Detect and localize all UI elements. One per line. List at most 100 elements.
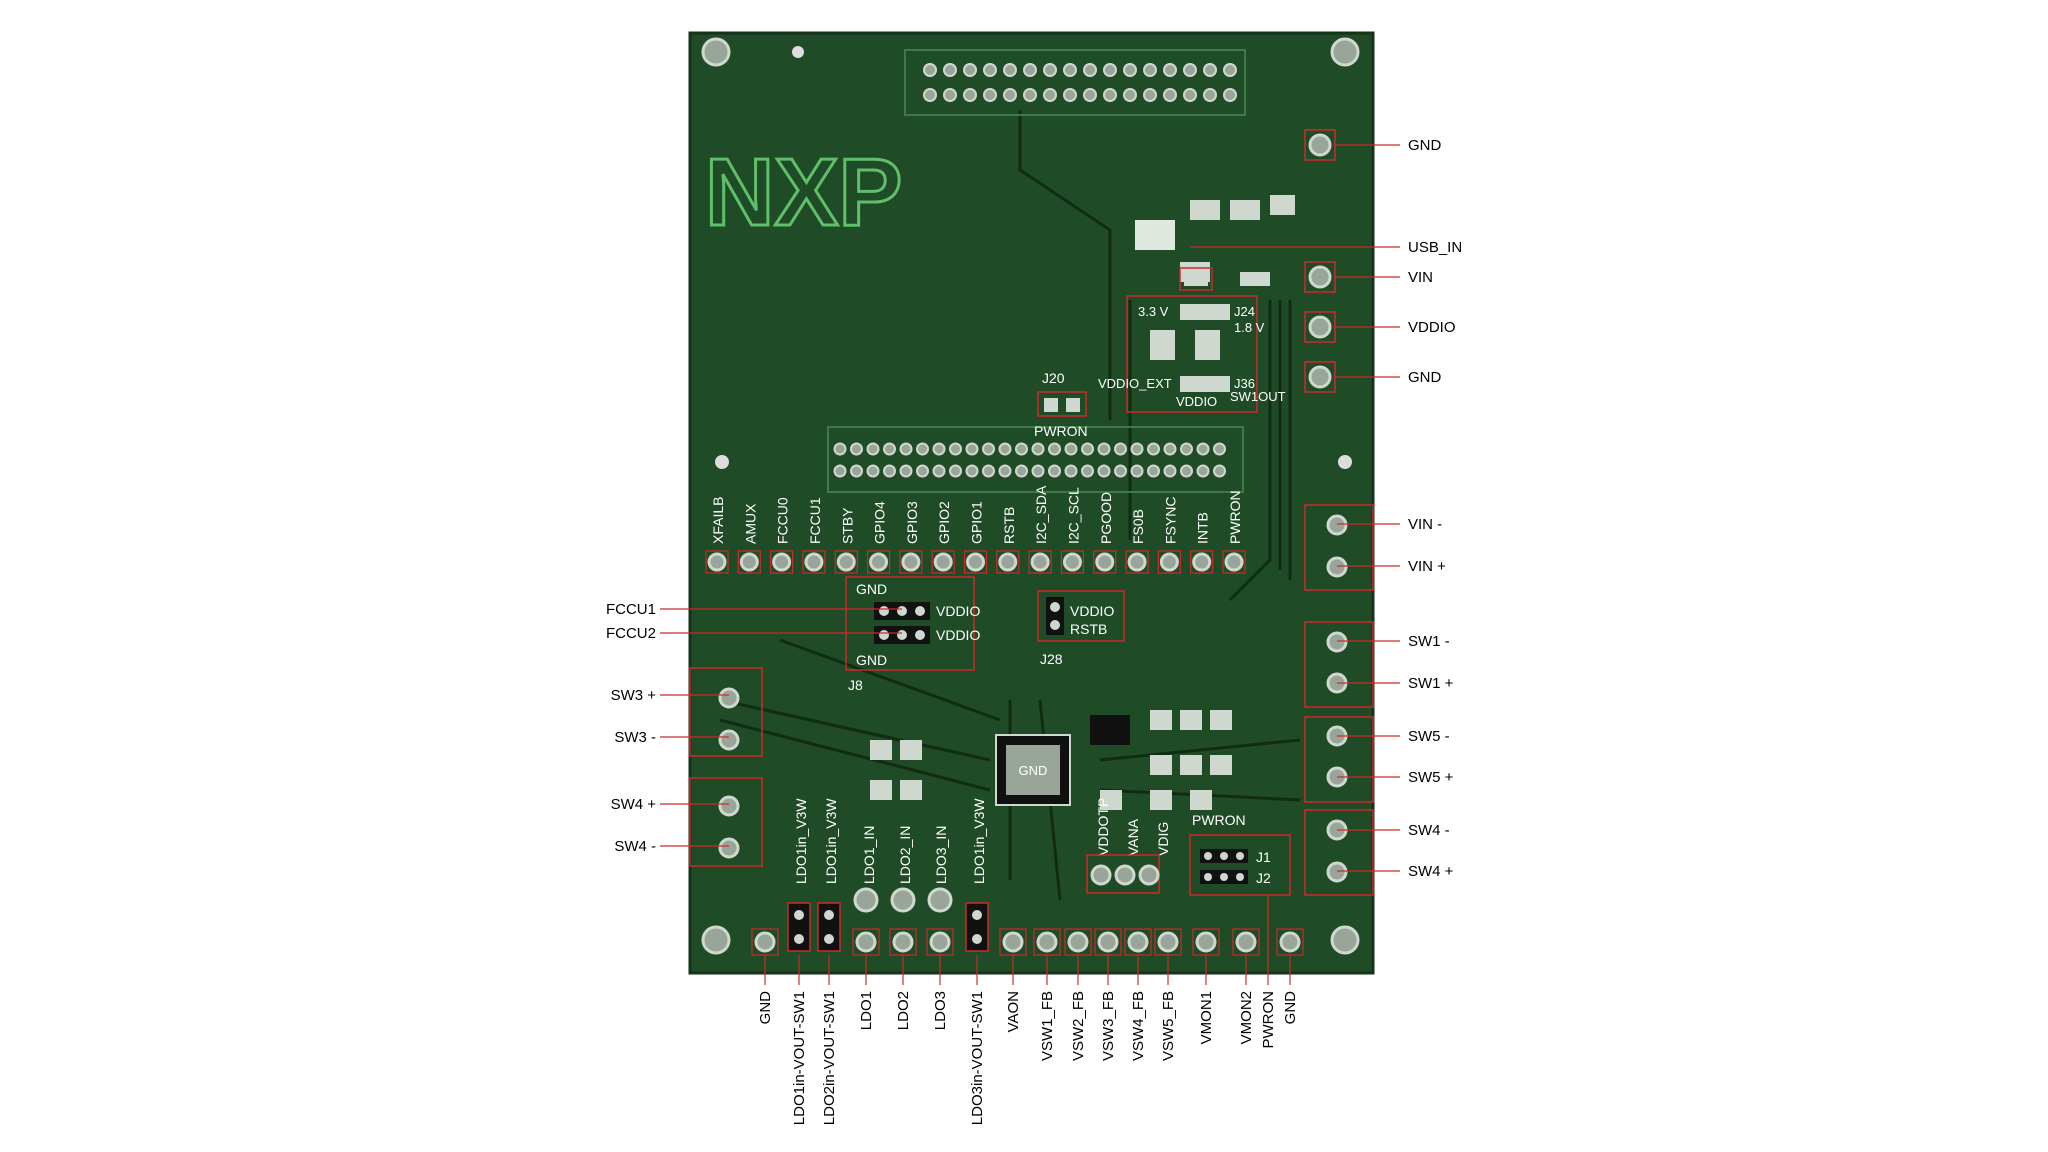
testpoint: [707, 552, 727, 572]
callout-label-left: FCCU1: [606, 601, 656, 618]
header-pin: [963, 88, 977, 102]
callout-label-right: SW4 -: [1408, 822, 1450, 839]
testpoint-frame: [899, 550, 923, 574]
header-pin: [1048, 442, 1061, 456]
ldo1in-v3w-c: LDO1in_V3W: [971, 798, 987, 884]
header-pin: [1064, 464, 1078, 478]
header-pin: [850, 442, 863, 456]
header-pin: [1183, 88, 1197, 102]
jumper-j24-j36: 3.3 V J24 1.8 V VDDIO_EXT J36 VDDIO SW1O…: [1098, 295, 1286, 413]
callout-label-bottom: LDO2: [895, 991, 912, 1030]
testpoint-frame: [802, 550, 826, 574]
pwron-j1-label: PWRON: [1192, 812, 1246, 828]
header-pin: [1143, 88, 1157, 102]
testpoint: [1097, 931, 1119, 953]
header-pin: [1130, 442, 1144, 456]
testpoint: [1127, 931, 1149, 953]
testpoint-frame: [737, 550, 761, 574]
ldo1in-v3w-b: LDO1in_V3W: [823, 798, 839, 884]
pin-header-testpoints: [705, 550, 1246, 574]
header-pin: [1023, 88, 1037, 102]
callout-label-left: SW3 +: [611, 687, 657, 704]
callout-label-bottom: LDO3in-VOUT-SW1: [969, 991, 986, 1125]
pin-header-label: FSYNC: [1162, 497, 1178, 544]
v18-label: 1.8 V: [1234, 320, 1265, 335]
mid-header-outline: [827, 426, 1244, 493]
testpoint: [754, 931, 776, 953]
testpoint: [1062, 552, 1082, 572]
j36-label: J36: [1234, 376, 1255, 391]
header-pin: [1031, 464, 1045, 478]
connector-pad: [1326, 514, 1348, 536]
testpoint: [1095, 552, 1115, 572]
mounting-hole-tl: [701, 37, 731, 67]
callout-lines: [660, 144, 1400, 985]
header-pin: [1213, 464, 1226, 478]
j20-pwron-label: PWRON: [1034, 423, 1088, 439]
header-pin: [1123, 63, 1137, 77]
header-pin: [932, 442, 946, 456]
header-pin: [923, 63, 937, 77]
callout-label-bottom: LDO2in-VOUT-SW1: [821, 991, 838, 1125]
header-pin: [965, 442, 979, 456]
header-pin: [899, 442, 913, 456]
header-pin: [883, 464, 896, 478]
pin-header-label: GPIO1: [969, 501, 985, 544]
testpoint: [836, 552, 856, 572]
testpoint: [1235, 931, 1257, 953]
header-pin: [1143, 63, 1157, 77]
testpoint: [1067, 931, 1089, 953]
header-pin: [949, 464, 962, 478]
callout-label-left: FCCU2: [606, 625, 656, 642]
header-pin: [1103, 63, 1117, 77]
pin-header-label: AMUX: [742, 503, 758, 544]
header-pin: [1196, 464, 1210, 478]
header-pin: [998, 442, 1012, 456]
pin-header-label: GPIO3: [904, 501, 920, 544]
nxp-logo: NXP: [704, 138, 904, 248]
bottom-testpoints: [751, 928, 1304, 956]
jumper-j8: GND VDDIO VDDIO GND J8: [845, 576, 980, 693]
pin-header-label: INTB: [1195, 512, 1211, 544]
header-pin: [1097, 442, 1111, 456]
header-pin: [866, 442, 880, 456]
testpoint: [1002, 931, 1024, 953]
callout-label-right: GND: [1408, 137, 1442, 154]
header-pin: [1097, 464, 1111, 478]
pin-header-label: FCCU1: [807, 497, 823, 544]
header-pin: [883, 442, 896, 456]
callout-label-bottom: VMON1: [1198, 991, 1215, 1044]
header-pin: [1163, 442, 1177, 456]
header-pin: [1083, 88, 1097, 102]
header-pin: [949, 442, 962, 456]
header-pin: [1114, 464, 1127, 478]
callout-label-bottom: VAON: [1005, 991, 1022, 1032]
header-pin: [1015, 442, 1028, 456]
testpoint-frame: [1093, 550, 1117, 574]
callout-label-right: GND: [1408, 369, 1442, 386]
connector-pad: [1326, 556, 1348, 578]
top-header-pins: [923, 63, 1237, 102]
mid-header-pins: [833, 442, 1226, 478]
header-pin: [965, 464, 979, 478]
header-pin: [983, 88, 997, 102]
callout-label-bottom: VMON2: [1238, 991, 1255, 1044]
header-pin: [1048, 464, 1061, 478]
side-connectors: [689, 129, 1374, 896]
pcb-board: [688, 31, 1375, 975]
testpoint: [966, 552, 985, 572]
pin-header-label: GPIO4: [872, 501, 888, 544]
header-pin: [943, 63, 957, 77]
callout-label-bottom: GND: [1282, 991, 1299, 1025]
vddotp-label: VDDOTP: [1095, 798, 1111, 856]
pin-header-label: RSTB: [1001, 507, 1017, 544]
testpoint: [998, 552, 1018, 572]
testpoint: [901, 552, 921, 572]
testpoint: [739, 552, 759, 572]
pin-header-label: XFAILB: [710, 497, 726, 544]
